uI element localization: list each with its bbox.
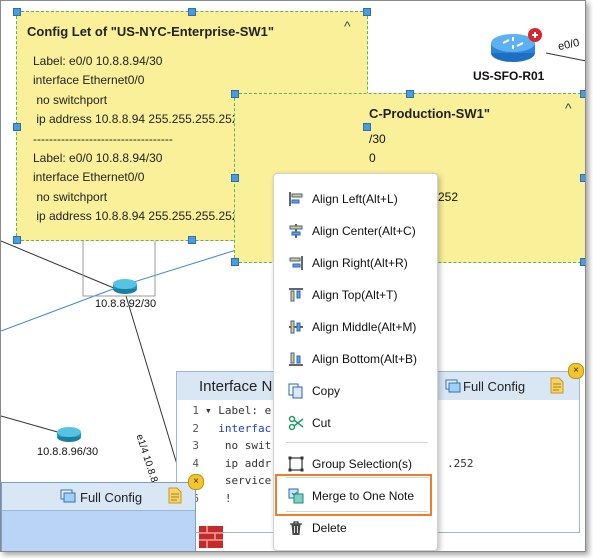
- code-line: 2 interfac: [192, 421, 272, 435]
- context-menu: Align Left(Alt+L) Align Center(Alt+C) Al…: [273, 173, 438, 551]
- ip-label: 10.8.8.96/30: [37, 446, 99, 458]
- menu-item-copy[interactable]: Copy: [274, 378, 437, 404]
- menu-item-align-top[interactable]: Align Top(Alt+T): [274, 282, 437, 308]
- menu-item-cut[interactable]: Cut: [274, 410, 437, 436]
- merge-note-icon: [288, 488, 304, 504]
- resize-handle[interactable]: [580, 90, 585, 98]
- resize-handle[interactable]: [580, 174, 585, 182]
- group-selection-icon: [288, 456, 304, 472]
- menu-item-align-middle[interactable]: Align Middle(Alt+M): [274, 314, 437, 340]
- link-line: [1, 285, 122, 332]
- router-icon[interactable]: [55, 425, 83, 443]
- code-line: 1▾ Label: e: [192, 404, 272, 417]
- resize-handle[interactable]: [406, 90, 414, 98]
- menu-item-align-bottom[interactable]: Align Bottom(Alt+B): [274, 346, 437, 372]
- panel-title: Interface N: [199, 378, 273, 395]
- align-middle-icon: [289, 320, 303, 334]
- resize-handle[interactable]: [363, 123, 371, 131]
- note-title: Config Let of "US-NYC-Enterprise-SW1": [27, 24, 275, 39]
- note-title: C-Production-SW1": [369, 106, 490, 121]
- link-line: [545, 52, 585, 62]
- close-icon[interactable]: ×: [568, 363, 584, 379]
- note-body: Label: e0/0 10.8.8.94/30 interface Ether…: [33, 54, 239, 224]
- resize-handle[interactable]: [13, 8, 21, 16]
- resize-handle[interactable]: [231, 174, 239, 182]
- full-config-link[interactable]: Full Config: [80, 490, 143, 505]
- align-right-icon: [289, 256, 303, 270]
- device-label: US-SFO-R01: [473, 69, 545, 83]
- router-icon[interactable]: [111, 277, 139, 295]
- note-icon[interactable]: [168, 487, 182, 504]
- resize-handle[interactable]: [231, 90, 239, 98]
- resize-handle[interactable]: [188, 8, 196, 16]
- collapse-chevron-icon[interactable]: ^: [565, 100, 572, 116]
- align-bottom-icon: [289, 352, 303, 366]
- resize-handle[interactable]: [363, 8, 371, 16]
- full-config-panel[interactable]: Full Config: [1, 482, 196, 551]
- merge-option-highlight: [275, 474, 432, 516]
- menu-item-align-left[interactable]: Align Left(Alt+L): [274, 186, 437, 212]
- full-config-icon: [60, 489, 76, 503]
- panel-header: Full Config: [2, 483, 195, 511]
- note-fragment: /30: [369, 132, 386, 146]
- note-icon[interactable]: [550, 377, 564, 394]
- align-center-icon: [289, 224, 303, 238]
- link-line: [125, 295, 180, 472]
- full-config-icon: [445, 379, 461, 393]
- firewall-icon[interactable]: [198, 525, 224, 549]
- menu-item-align-center[interactable]: Align Center(Alt+C): [274, 218, 437, 244]
- full-config-link[interactable]: Full Config: [463, 379, 526, 394]
- menu-item-align-right[interactable]: Align Right(Alt+R): [274, 250, 437, 276]
- trash-icon: [290, 521, 302, 535]
- align-top-icon: [289, 288, 303, 302]
- menu-separator: [286, 511, 428, 512]
- code-editor[interactable]: 1▾ Label: e 2 interfac 3 no swit 4 ip ad…: [177, 402, 474, 508]
- code-line: 4 ip addr.252: [192, 456, 474, 470]
- menu-item-delete[interactable]: Delete: [274, 515, 437, 541]
- note-fragment: 0: [369, 151, 376, 165]
- link-line: [1, 240, 122, 292]
- menu-separator: [286, 442, 428, 443]
- collapse-chevron-icon[interactable]: ^: [344, 18, 351, 34]
- resize-handle[interactable]: [188, 236, 196, 244]
- copy-icon: [288, 383, 303, 399]
- menu-item-merge-to-one-note[interactable]: Merge to One Note: [274, 483, 437, 509]
- link-line: [1, 415, 62, 434]
- code-line: 3 no swit: [192, 439, 272, 453]
- resize-handle[interactable]: [13, 236, 21, 244]
- resize-handle[interactable]: [580, 258, 585, 266]
- ip-label: 10.8.8.92/30: [95, 298, 157, 310]
- router-icon[interactable]: [489, 27, 547, 67]
- align-left-icon: [289, 192, 303, 206]
- topology-canvas[interactable]: Config Let of "US-NYC-Enterprise-SW1" ^ …: [0, 0, 586, 552]
- scissors-icon: [288, 415, 304, 431]
- resize-handle[interactable]: [13, 123, 21, 131]
- menu-separator: [286, 477, 428, 478]
- resize-handle[interactable]: [231, 258, 239, 266]
- close-icon[interactable]: ×: [188, 474, 204, 490]
- note-fragment: 252: [438, 190, 459, 204]
- menu-item-group-selection[interactable]: Group Selection(s): [274, 451, 437, 477]
